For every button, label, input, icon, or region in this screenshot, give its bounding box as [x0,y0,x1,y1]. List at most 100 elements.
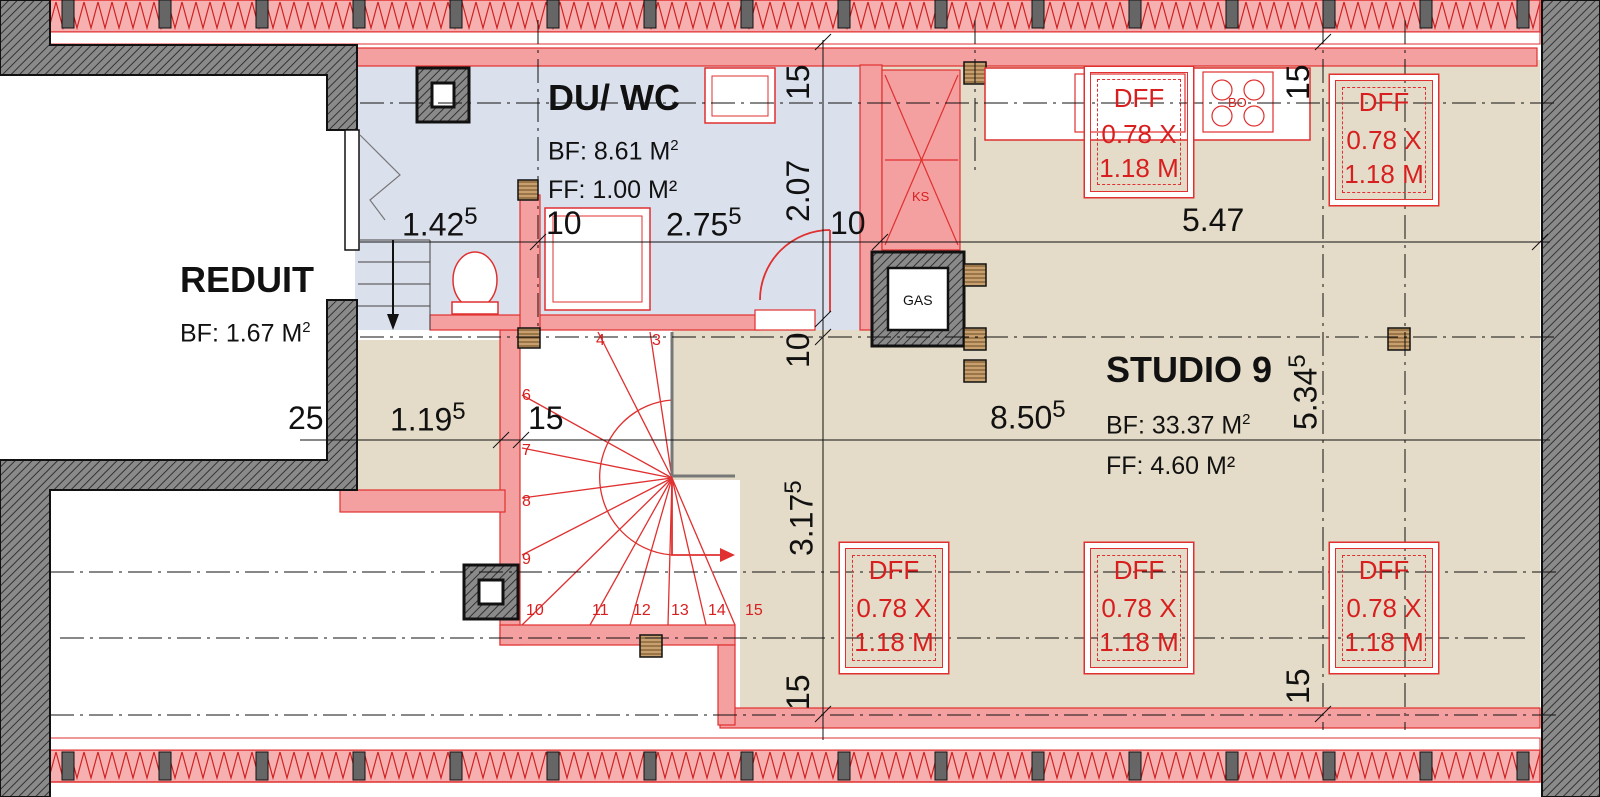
skylight-dff: DFF 0.78 X 1.18 M [1335,548,1433,668]
dim-5-34-val: 5.34 [1287,367,1324,430]
bottom-wall [49,749,1541,783]
skylight-dff: DFF 0.78 X 1.18 M [1090,548,1188,668]
rafter [449,0,463,29]
bf-du-wc: BF: 8.61 M [548,137,671,166]
dim-15-bottom-left: 15 [780,674,816,710]
dim-10-a: 10 [546,205,582,241]
dim-8-50-val: 8.50 [990,399,1053,436]
ks-label: KS [912,189,930,204]
stair-tread [521,477,673,499]
dim-2-75: 2.755 [666,205,742,241]
stair-step-3: 3 [652,332,661,349]
dim-1-19: 1.195 [390,400,466,436]
stair-step-4: 4 [596,332,605,349]
skylight-size2: 1.18 M [1099,627,1179,657]
skylight-dff: DFF 0.78 X 1.18 M [1335,80,1433,200]
rafter [546,0,560,29]
sink [704,67,776,124]
dim-15-bottom-right: 15 [1280,668,1316,704]
bath-south-wall [429,314,761,331]
rafter [1419,751,1433,781]
dim-5-47: 5.47 [1182,202,1245,238]
rafter [643,751,657,781]
stair-tread [671,477,736,626]
skylight-inner [1097,555,1181,661]
dim-1-19-val: 1.19 [390,401,453,438]
stair-step-9: 9 [522,551,531,568]
dim-25: 25 [288,400,324,436]
skylight-size1: 0.78 X [1346,593,1422,623]
room-area-reduit: BF: 1.67 M2 [180,320,311,346]
rafter [61,0,75,29]
gas-chimney [870,250,966,348]
stair-wall-right [717,644,736,726]
rafter [1031,0,1045,29]
corridor-wall [339,489,506,513]
stair-step-10: 10 [526,602,544,619]
dim-2-07: 2.07 [780,159,816,222]
skylight-size2: 1.18 M [1344,159,1424,189]
rafter [255,751,269,781]
dim-3-17-sup: 5 [780,480,807,494]
bf-du-wc-sup: 2 [670,137,679,154]
stair-step-8: 8 [522,493,531,510]
skylight-label: DFF [1358,87,1410,117]
rafter [837,0,851,29]
rafter [934,0,948,29]
stair-tread [521,477,673,556]
stair-step-15: 15 [745,602,763,619]
dim-10-b: 10 [830,205,866,241]
sink-basin [711,75,769,117]
skylight-size1: 0.78 X [856,593,932,623]
dim-1-42-val: 1.42 [402,206,465,243]
shower-tray [544,207,651,311]
bo-label: BO [1228,95,1247,110]
bf-reduit-sup: 2 [302,319,311,336]
stair-lines [521,331,736,626]
dim-1-42: 1.425 [402,205,478,241]
bf-studio-sup: 2 [1242,411,1251,428]
stair-arrow-head [720,548,735,562]
gas-label: GAS [903,292,933,308]
skylight-inner [1342,555,1426,661]
skylight-inner [1342,87,1426,193]
skylight-dff: DFF 0.78 X 1.18 M [1090,72,1188,192]
bf-reduit: BF: 1.67 M [180,319,303,348]
rafter [255,0,269,29]
door-swing-reduit [359,134,401,221]
rafter [158,751,172,781]
skylight-size1: 0.78 X [1101,119,1177,149]
skylight-label: DFF [1113,83,1165,113]
stair-wall-bottom [499,624,736,646]
reduit-window [344,129,360,251]
top-wall-inner [49,31,1541,45]
room-ff-du-wc: FF: 1.00 M² [548,176,678,204]
skylight-label: DFF [868,555,920,585]
skylight-dff: DFF 0.78 X 1.18 M [845,548,943,668]
chimney-bath [415,66,471,124]
rafter [352,751,366,781]
rafter [1031,751,1045,781]
rafters [61,0,1530,781]
dim-10-mid: 10 [780,332,816,368]
door-swing-bath [759,229,831,301]
rafter [546,751,560,781]
stair-tread [521,477,673,626]
rafter [1128,0,1142,29]
rafter [1128,751,1142,781]
room-name-studio: STUDIO 9 [1106,349,1273,390]
bf-studio: BF: 33.37 M [1106,411,1243,440]
stair-tread [589,477,673,626]
dim-5-34-sup: 5 [1284,354,1311,368]
dim-3-17: 3.175 [780,480,820,556]
rafter [1225,0,1239,29]
skylight-size1: 0.78 X [1101,593,1177,623]
stair-step-13: 13 [671,602,689,619]
room-name-du-wc: DU/ WC [548,77,680,118]
room-area-du-wc: BF: 8.61 M2 [548,138,679,164]
dim-2-75-sup: 5 [728,203,742,230]
stair-step-12: 12 [633,602,651,619]
bottom-wall-inner [49,737,1541,751]
stair-arrow [671,478,725,556]
stove-burners [1211,79,1265,127]
